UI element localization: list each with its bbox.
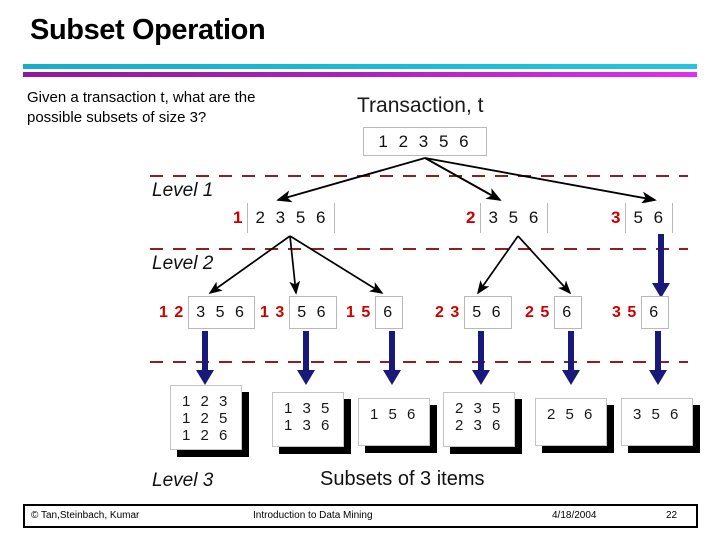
node-items: 1 2 3 5 6 bbox=[378, 131, 472, 151]
node-items: 5 6 bbox=[289, 296, 337, 329]
slide-footer: © Tan,Steinbach, Kumar Introduction to D… bbox=[23, 504, 698, 528]
node-prefix: 2 3 bbox=[435, 303, 461, 321]
prompt-text: Given a transaction t, what are the poss… bbox=[27, 89, 256, 126]
node-level2-2[interactable]: 1 3 5 6 bbox=[260, 296, 337, 329]
node-transaction-root[interactable]: 1 2 3 5 6 bbox=[363, 127, 487, 156]
footer-page-number: 22 bbox=[666, 510, 678, 521]
level2-caption: Level 2 bbox=[152, 253, 214, 274]
leaf-line: 1 2 6 bbox=[182, 427, 231, 444]
node-items: 6 bbox=[554, 296, 583, 329]
divider-magenta bbox=[23, 72, 697, 77]
leaf-card-3[interactable]: 1 5 6 bbox=[358, 398, 430, 446]
node-items: 2 3 5 6 bbox=[247, 203, 336, 233]
node-prefix: 1 5 bbox=[346, 303, 372, 321]
dashed-separators bbox=[150, 175, 688, 363]
node-level2-6[interactable]: 3 5 6 bbox=[612, 296, 670, 329]
node-items: 6 bbox=[375, 296, 404, 329]
leaf-line: 2 5 6 bbox=[547, 406, 596, 423]
node-level2-4[interactable]: 2 3 5 6 bbox=[435, 296, 512, 329]
node-items: 3 5 6 bbox=[188, 296, 255, 329]
node-prefix: 2 5 bbox=[525, 303, 551, 321]
leaf-line: 2 3 5 bbox=[455, 400, 504, 417]
node-level1-1[interactable]: 1 2 3 5 6 bbox=[233, 203, 336, 233]
node-prefix: 1 3 bbox=[260, 303, 286, 321]
arrow-level1c-to-level2 bbox=[652, 234, 670, 298]
level3-caption: Level 3 bbox=[152, 470, 214, 491]
arrows-level2-to-level3 bbox=[202, 331, 661, 372]
leaf-card-2[interactable]: 1 3 5 1 3 6 bbox=[272, 392, 344, 447]
arrows-root-to-level1 bbox=[276, 157, 657, 204]
arrows-level1a-to-level2 bbox=[208, 235, 384, 295]
leaf-line: 2 3 6 bbox=[455, 417, 504, 434]
arrows-level1b-to-level2 bbox=[477, 235, 572, 295]
node-prefix: 3 5 bbox=[612, 303, 638, 321]
leaf-card-4[interactable]: 2 3 5 2 3 6 bbox=[443, 392, 515, 447]
leaf-line: 1 2 3 bbox=[182, 393, 231, 410]
leaf-line: 1 2 5 bbox=[182, 410, 231, 427]
leaf-card-1[interactable]: 1 2 3 1 2 5 1 2 6 bbox=[170, 385, 242, 450]
node-level2-5[interactable]: 2 5 6 bbox=[525, 296, 583, 329]
leaf-line: 3 5 6 bbox=[633, 406, 682, 423]
footer-author: © Tan,Steinbach, Kumar bbox=[31, 510, 140, 521]
node-prefix: 1 2 bbox=[159, 303, 185, 321]
node-level2-3[interactable]: 1 5 6 bbox=[346, 296, 404, 329]
page-title: Subset Operation bbox=[30, 14, 266, 46]
node-prefix: 1 bbox=[233, 208, 243, 227]
transaction-label: Transaction, t bbox=[357, 94, 484, 117]
node-items: 5 6 bbox=[625, 203, 674, 233]
node-items: 6 bbox=[641, 296, 670, 329]
leaf-card-6[interactable]: 3 5 6 bbox=[621, 398, 693, 446]
subsets-caption: Subsets of 3 items bbox=[320, 468, 485, 490]
leaf-line: 1 5 6 bbox=[370, 406, 419, 423]
node-level1-2[interactable]: 2 3 5 6 bbox=[466, 203, 549, 233]
node-items: 5 6 bbox=[464, 296, 512, 329]
leaf-card-5[interactable]: 2 5 6 bbox=[535, 398, 607, 446]
footer-book-title: Introduction to Data Mining bbox=[253, 510, 373, 521]
divider-cyan bbox=[23, 64, 697, 69]
level1-caption: Level 1 bbox=[152, 180, 214, 201]
leaf-line: 1 3 6 bbox=[284, 417, 333, 434]
leaf-line: 1 3 5 bbox=[284, 400, 333, 417]
node-items: 3 5 6 bbox=[480, 203, 549, 233]
node-level1-3[interactable]: 3 5 6 bbox=[611, 203, 674, 233]
footer-date: 4/18/2004 bbox=[552, 510, 597, 521]
arrowheads-level2-to-level3 bbox=[196, 370, 667, 385]
node-level2-1[interactable]: 1 2 3 5 6 bbox=[159, 296, 255, 329]
node-prefix: 2 bbox=[466, 208, 476, 227]
node-prefix: 3 bbox=[611, 208, 621, 227]
